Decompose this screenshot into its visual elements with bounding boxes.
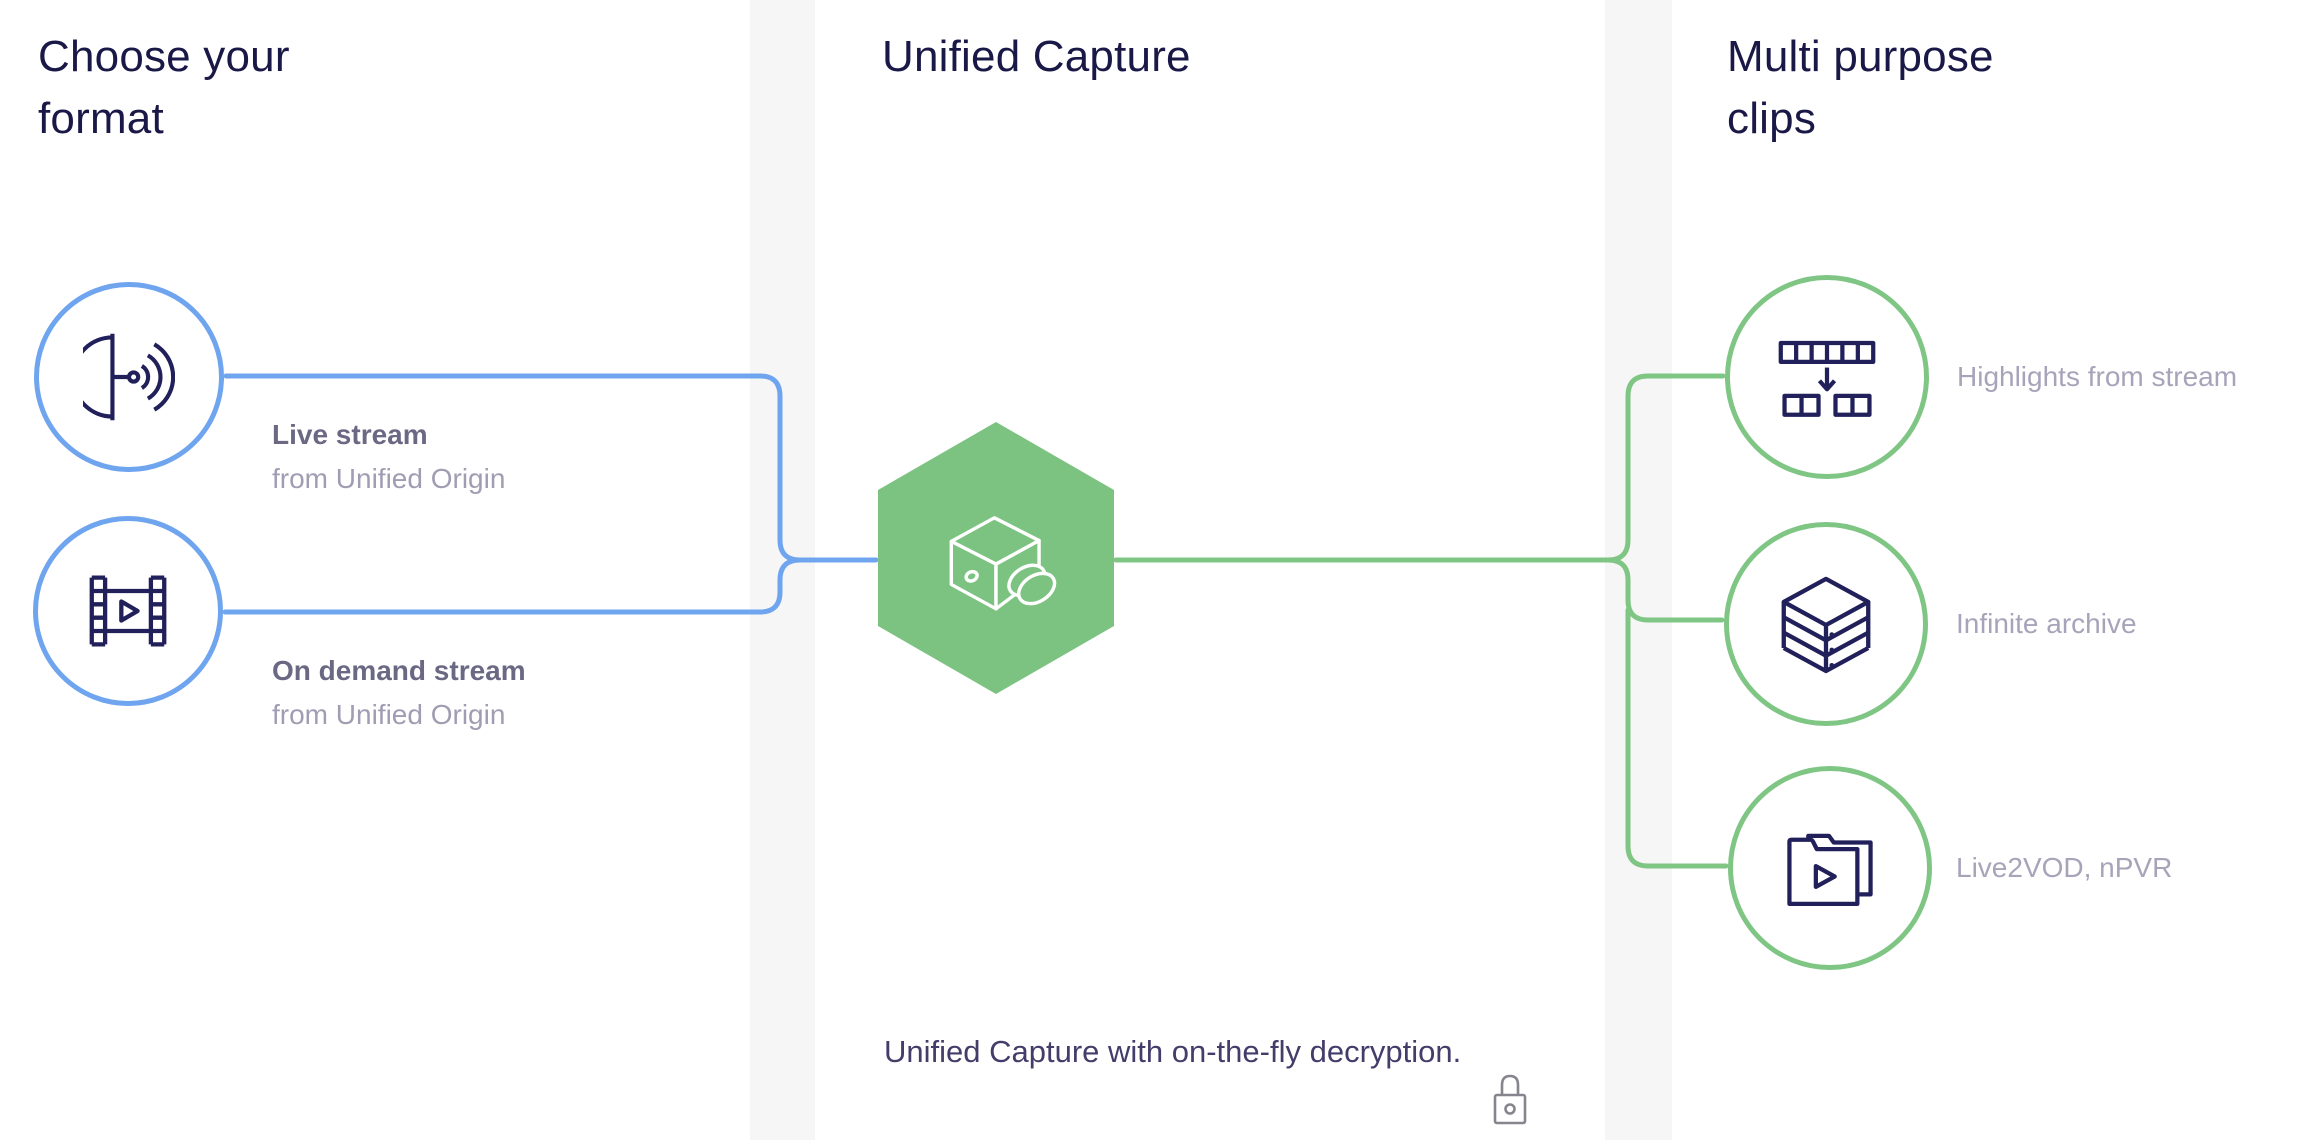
live-stream-node: [34, 282, 224, 472]
on-demand-node: [33, 516, 223, 706]
live2vod-label: Live2VOD, nPVR: [1956, 852, 2173, 883]
center-column-title: Unified Capture: [882, 32, 1191, 81]
archive-stack-icon: [1778, 573, 1874, 675]
decryption-caption: Unified Capture with on-the-fly decrypti…: [884, 1034, 1462, 1069]
live-stream-label-block: Live stream from Unified Origin: [272, 413, 505, 501]
camera-icon: [931, 495, 1061, 622]
live-stream-label: Live stream: [272, 419, 428, 450]
lock-icon: [1490, 1070, 1530, 1135]
archive-label: Infinite archive: [1956, 608, 2137, 639]
archive-node: [1724, 522, 1928, 726]
live-stream-sublabel: from Unified Origin: [272, 463, 506, 494]
column-divider-right: [1605, 0, 1672, 1140]
highlights-node: [1725, 275, 1929, 479]
left-column-title: Choose your format: [38, 32, 290, 143]
blue-connector-paths: [222, 373, 879, 615]
green-connector-paths: [1113, 373, 1729, 869]
highlights-icon: [1777, 331, 1877, 423]
folder-video-icon: [1780, 824, 1880, 912]
on-demand-sublabel: from Unified Origin: [272, 699, 506, 730]
highlights-label: Highlights from stream: [1957, 361, 2238, 392]
on-demand-label-block: On demand stream from Unified Origin: [272, 649, 526, 737]
on-demand-label: On demand stream: [272, 655, 526, 686]
film-strip-icon: [82, 570, 174, 652]
broadcast-icon: [83, 328, 175, 426]
live2vod-node: [1728, 766, 1932, 970]
right-column-title: Multi purpose clips: [1727, 32, 1994, 143]
